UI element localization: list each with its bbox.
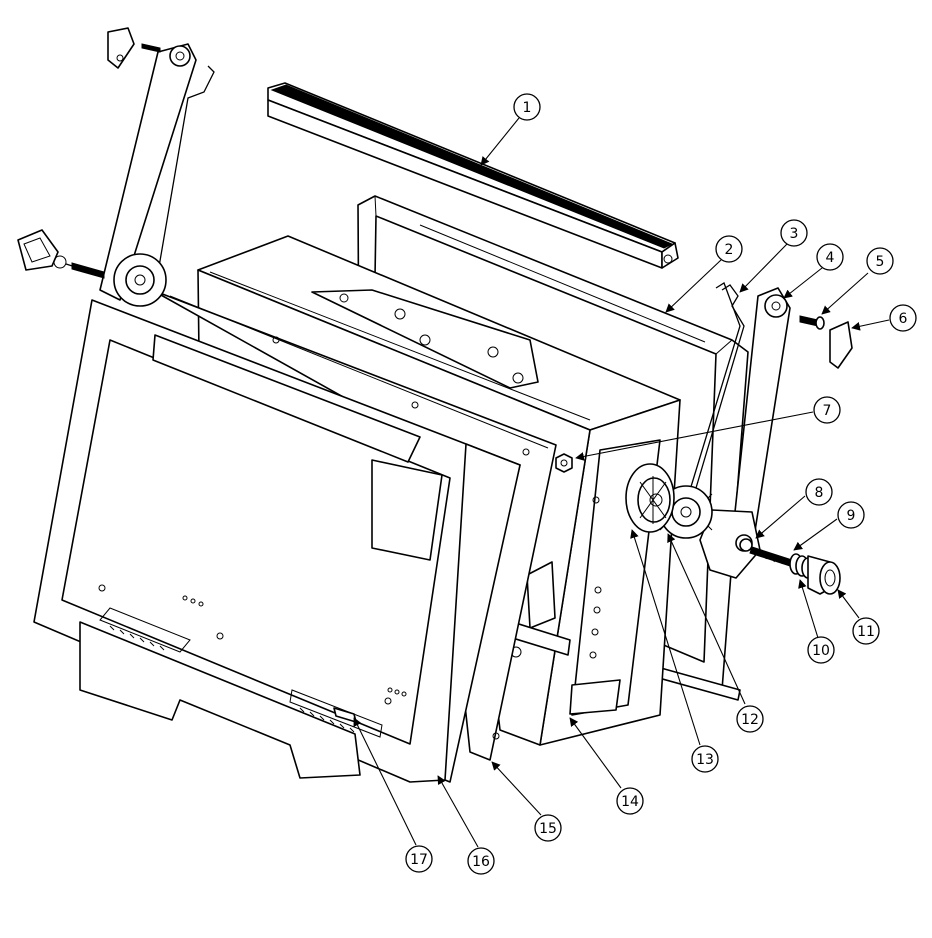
leader-12 bbox=[667, 533, 746, 705]
callout-label: 6 bbox=[899, 311, 908, 327]
callout-5: 5 bbox=[866, 247, 894, 275]
callout-14: 14 bbox=[616, 787, 644, 815]
leader-13 bbox=[630, 529, 701, 746]
long-screw-part bbox=[749, 546, 793, 567]
top-bar-part bbox=[267, 82, 679, 269]
callout-label: 13 bbox=[696, 752, 714, 768]
callout-label: 14 bbox=[621, 794, 639, 810]
callout-label: 4 bbox=[826, 250, 835, 266]
callout-1: 1 bbox=[513, 93, 541, 121]
front-bezel-part bbox=[33, 299, 521, 783]
leader-15 bbox=[491, 761, 542, 816]
callout-label: 12 bbox=[741, 712, 759, 728]
callout-label: 3 bbox=[790, 226, 799, 242]
callout-16: 16 bbox=[467, 847, 495, 875]
leader-17 bbox=[353, 717, 417, 846]
left-handle-assembly bbox=[17, 27, 215, 307]
callout-label: 5 bbox=[876, 254, 885, 270]
callout-13: 13 bbox=[691, 745, 719, 773]
left-gear-disc bbox=[113, 253, 167, 307]
callout-7: 7 bbox=[813, 396, 841, 424]
callout-17: 17 bbox=[405, 845, 433, 873]
knob-part bbox=[807, 555, 841, 595]
callout-12: 12 bbox=[736, 705, 764, 733]
callout-label: 9 bbox=[847, 508, 856, 524]
washer-part bbox=[739, 538, 753, 552]
hub-part bbox=[625, 463, 675, 533]
leader-4 bbox=[783, 267, 823, 299]
leader-8 bbox=[755, 495, 806, 539]
callout-2: 2 bbox=[715, 235, 743, 263]
callout-label: 16 bbox=[472, 854, 490, 870]
leader-lines bbox=[353, 117, 890, 848]
callout-10: 10 bbox=[807, 636, 835, 664]
vent-teeth bbox=[109, 625, 355, 733]
end-cap-part bbox=[829, 321, 853, 369]
callout-9: 9 bbox=[837, 501, 865, 529]
handle-assembly-right bbox=[625, 282, 853, 595]
callout-6: 6 bbox=[889, 304, 917, 332]
callout-label: 7 bbox=[823, 403, 832, 419]
callout-8: 8 bbox=[805, 478, 833, 506]
callout-15: 15 bbox=[534, 814, 562, 842]
callout-11: 11 bbox=[852, 617, 880, 645]
handle-arm-part bbox=[699, 287, 791, 579]
callout-label: 11 bbox=[857, 624, 875, 640]
leader-16 bbox=[437, 775, 479, 848]
callout-label: 2 bbox=[725, 242, 734, 258]
leader-10 bbox=[798, 579, 819, 639]
leader-3 bbox=[739, 243, 788, 293]
callout-label: 1 bbox=[523, 100, 532, 116]
leader-14 bbox=[569, 717, 622, 789]
leader-2 bbox=[665, 259, 722, 313]
callout-label: 8 bbox=[815, 485, 824, 501]
callout-3: 3 bbox=[780, 219, 808, 247]
leader-7 bbox=[575, 411, 814, 461]
leader-5 bbox=[821, 272, 869, 315]
leader-1 bbox=[480, 117, 520, 166]
leader-11 bbox=[837, 589, 860, 619]
small-screw-part bbox=[799, 315, 825, 330]
callout-label: 15 bbox=[539, 821, 557, 837]
leader-9 bbox=[793, 518, 838, 551]
spring-wire-part bbox=[695, 284, 745, 489]
callout-label: 10 bbox=[812, 643, 830, 659]
callout-4: 4 bbox=[816, 243, 844, 271]
nut-part bbox=[555, 453, 573, 473]
callout-label: 17 bbox=[410, 852, 428, 868]
leader-6 bbox=[851, 319, 890, 331]
